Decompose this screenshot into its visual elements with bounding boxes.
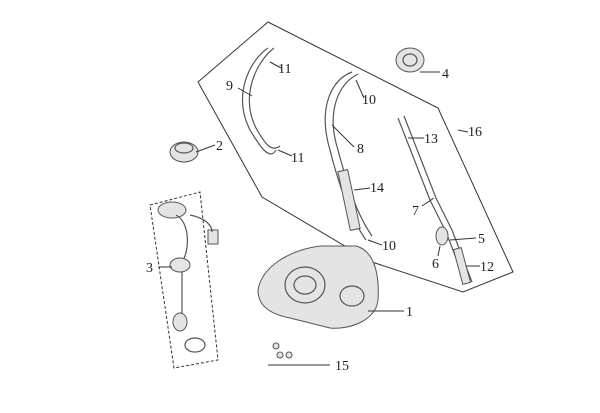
- callout-2: 2: [216, 139, 223, 154]
- pump-ring: [184, 337, 206, 353]
- callout-1: 1: [406, 305, 413, 320]
- pump-wire: [189, 214, 213, 233]
- callout-12: 12: [480, 260, 494, 275]
- callout-13: 13: [424, 132, 438, 147]
- callout-3: 3: [146, 261, 153, 276]
- pump-float: [172, 312, 188, 332]
- callout-8: 8: [357, 142, 364, 157]
- callout-6: 6: [432, 257, 439, 272]
- cap-2: [169, 141, 199, 163]
- callout-11-upper: 11: [278, 62, 291, 77]
- tank-cap-4: [395, 47, 425, 73]
- bolt-15: [276, 351, 284, 359]
- pump-group-outline: [149, 191, 219, 369]
- tank-pump-opening-inner: [293, 275, 317, 295]
- fuel-pump-3: [169, 257, 191, 273]
- cap-2-top: [174, 142, 194, 154]
- bolt-15: [285, 351, 293, 359]
- callout-10-lower: 10: [382, 239, 396, 254]
- tank-cap-4-inner: [402, 53, 418, 67]
- pump-connector: [207, 229, 219, 245]
- hose-group-outline: [197, 21, 514, 293]
- sleeve-14: [337, 169, 361, 231]
- callout-15: 15: [335, 359, 349, 374]
- callout-5: 5: [478, 232, 485, 247]
- hose-9: [241, 47, 277, 155]
- callout-7: 7: [412, 204, 419, 219]
- hose-9-edge: [248, 47, 281, 149]
- sleeve-12: [452, 246, 472, 286]
- leader-lines: [158, 61, 480, 366]
- pump-top: [157, 201, 187, 219]
- callout-14: 14: [370, 181, 384, 196]
- hose-8-edge: [332, 73, 373, 237]
- callout-10-upper: 10: [362, 93, 376, 108]
- tank-filler-neck: [339, 285, 365, 307]
- tank-pump-opening: [284, 266, 326, 304]
- filter-6: [435, 226, 449, 246]
- callout-9: 9: [226, 79, 233, 94]
- callout-11-lower: 11: [291, 151, 304, 166]
- fuel-tank-1: [257, 245, 379, 329]
- callout-4: 4: [442, 67, 449, 82]
- callout-16: 16: [468, 125, 482, 140]
- bolt-15: [272, 342, 280, 350]
